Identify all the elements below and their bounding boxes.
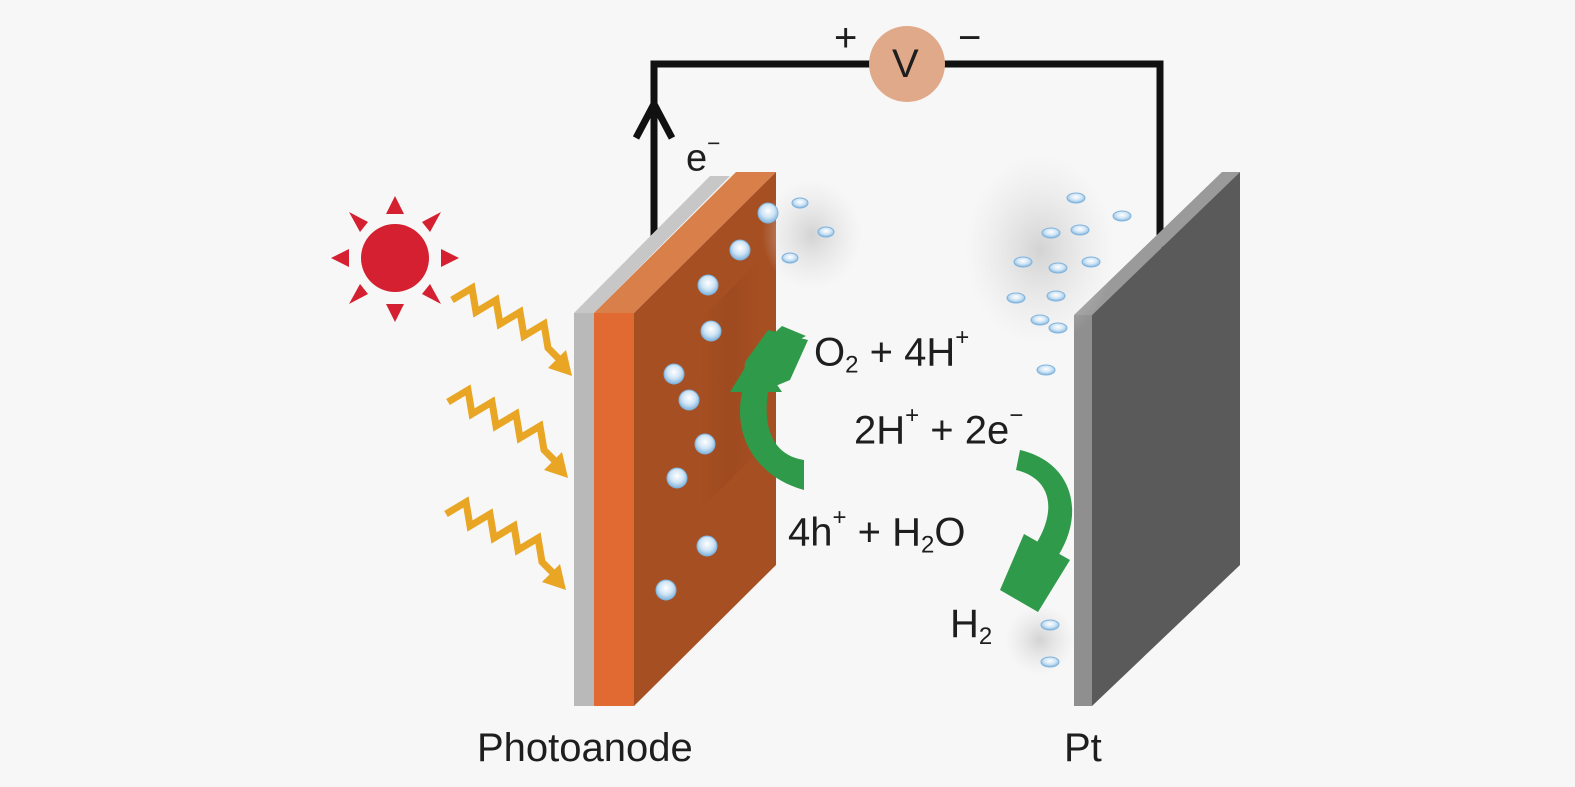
light-wave-2-head	[544, 452, 568, 478]
reduction-reactant-equation: 2H+ + 2e−	[854, 402, 1024, 453]
substrate-edge	[574, 313, 594, 706]
reduction-product-label: H2	[950, 602, 993, 651]
light-wave-3-head	[542, 564, 566, 590]
hydrogen-cloud-bottom	[1005, 605, 1075, 675]
light-waves	[444, 282, 572, 590]
light-wave-2	[446, 384, 561, 467]
oxidation-product-equation: O2 + 4H+	[814, 324, 970, 379]
oxygen-cloud	[762, 180, 862, 290]
voltmeter-circle	[869, 26, 945, 102]
voltage-negative-label: −	[958, 16, 982, 60]
pt-front-face	[1092, 172, 1240, 706]
electron-label: e−	[686, 130, 721, 180]
oxidation-reactant-equation: 4h+ + H2O	[788, 504, 966, 559]
voltage-positive-label: +	[834, 16, 858, 60]
sun-icon	[331, 196, 459, 322]
light-wave-3	[444, 496, 559, 579]
photoanode-label: Photoanode	[477, 726, 693, 770]
photoanode-top-face	[594, 172, 776, 313]
oxidation-arrow	[730, 326, 808, 490]
oxygen-bubbles	[781, 197, 835, 264]
substrate-top	[574, 176, 730, 313]
pt-label: Pt	[1064, 726, 1102, 770]
reduction-arrow	[1000, 450, 1073, 612]
electron-flow-arrow	[632, 96, 676, 140]
pt-top-face	[1074, 172, 1240, 315]
hydrogen-bubbles	[1006, 192, 1132, 668]
light-wave-1-head	[548, 350, 572, 376]
photoanode-bubbles	[655, 202, 779, 601]
pt-plate	[1074, 172, 1240, 706]
pt-edge-face	[1074, 315, 1092, 706]
voltmeter-label: V	[892, 42, 919, 86]
light-wave-1	[450, 282, 565, 365]
photoanode-edge-face	[594, 313, 634, 706]
